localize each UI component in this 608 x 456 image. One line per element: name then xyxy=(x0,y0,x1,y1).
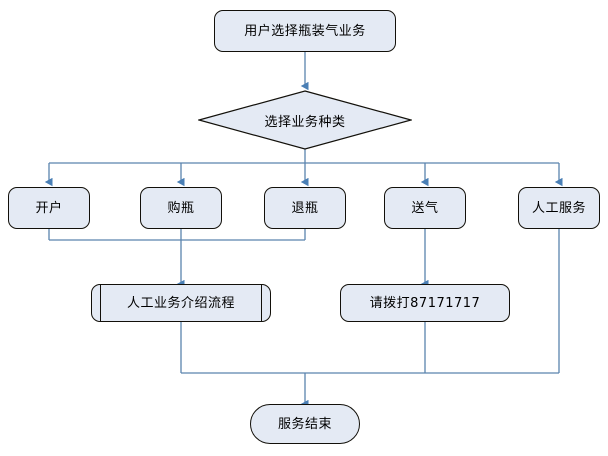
node-manual-process[interactable]: 人工业务介绍流程 xyxy=(91,284,271,322)
node-option-4[interactable]: 送气 xyxy=(384,187,466,229)
node-decision-label: 选择业务种类 xyxy=(264,114,346,130)
node-start[interactable]: 用户选择瓶装气业务 xyxy=(214,10,396,52)
node-option-4-label: 送气 xyxy=(411,200,439,216)
node-option-3-label: 退瓶 xyxy=(291,200,319,216)
node-option-2[interactable]: 购瓶 xyxy=(140,187,222,229)
node-option-5[interactable]: 人工服务 xyxy=(518,187,600,229)
node-end[interactable]: 服务结束 xyxy=(250,404,360,444)
node-start-label: 用户选择瓶装气业务 xyxy=(244,23,366,39)
node-option-1[interactable]: 开户 xyxy=(8,187,90,229)
node-option-1-label: 开户 xyxy=(35,200,63,216)
node-manual-process-label: 人工业务介绍流程 xyxy=(126,295,235,311)
predefined-process-left-bar xyxy=(100,285,101,321)
node-option-2-label: 购瓶 xyxy=(167,200,195,216)
node-option-5-label: 人工服务 xyxy=(531,200,586,216)
node-decision[interactable]: 选择业务种类 xyxy=(198,90,412,150)
node-option-3[interactable]: 退瓶 xyxy=(264,187,346,229)
node-phone-label: 请拨打87171717 xyxy=(369,295,481,311)
node-phone[interactable]: 请拨打87171717 xyxy=(340,284,510,322)
node-end-label: 服务结束 xyxy=(277,416,332,432)
predefined-process-right-bar xyxy=(261,285,262,321)
